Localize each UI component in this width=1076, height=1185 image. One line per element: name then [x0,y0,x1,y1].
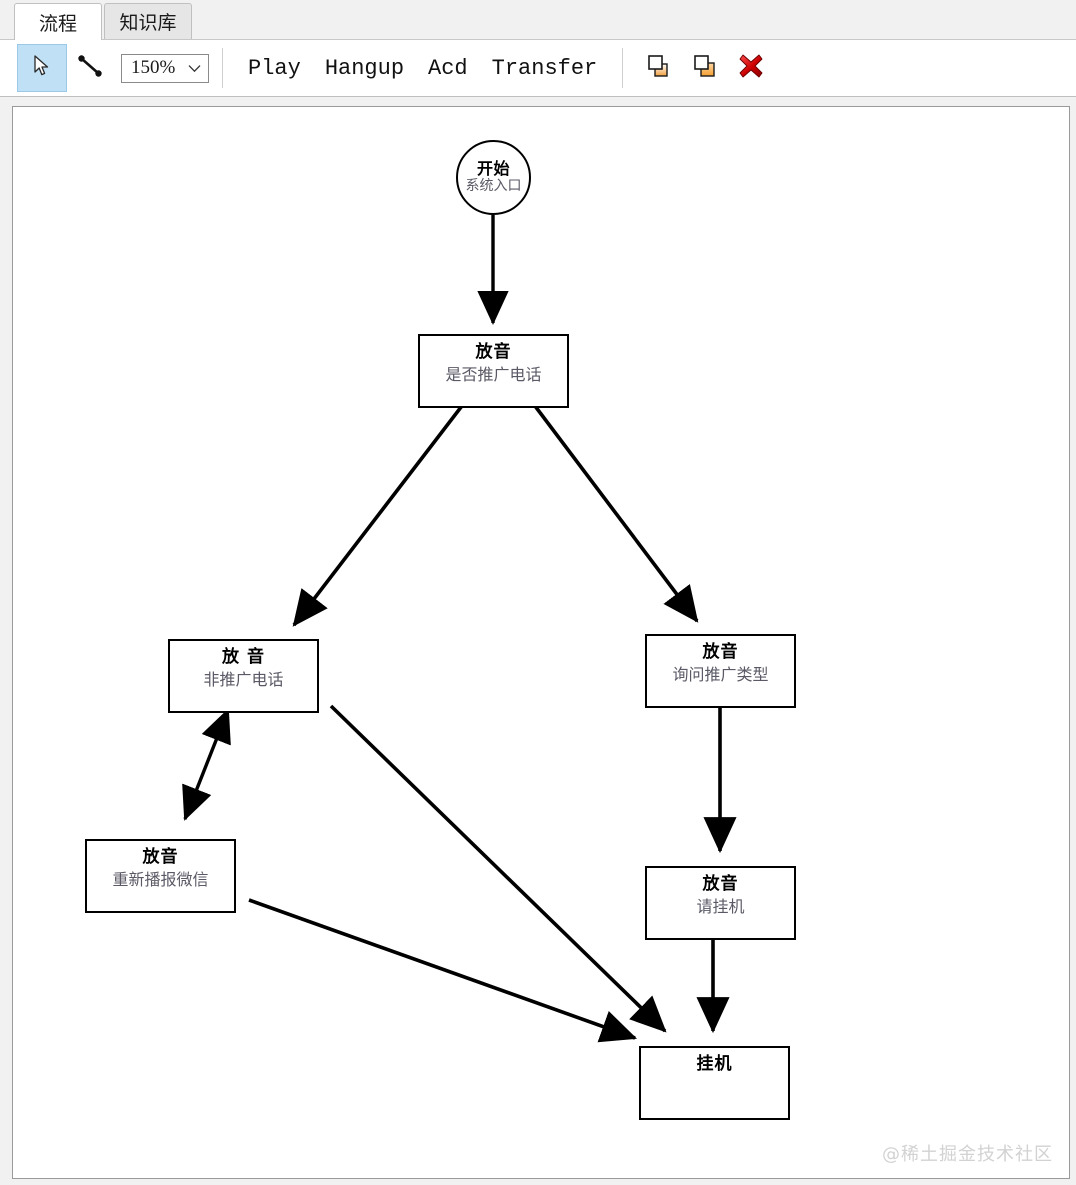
node-non-promo[interactable]: 放 音 非推广电话 [168,639,319,713]
paste-button[interactable] [682,46,728,90]
node-play-promo[interactable]: 放音 是否推广电话 [418,334,569,408]
toolbar: 150% Play Hangup Acd Transfer [0,40,1076,97]
watermark: @稀土掘金技术社区 [882,1144,1053,1165]
zoom-level-select[interactable]: 150% [121,53,209,83]
toolbar-divider-2 [622,48,624,88]
node-play-promo-title: 放音 [475,342,512,362]
zoom-level-value: 150% [131,57,176,78]
node-replay-wx-title: 放音 [142,847,179,867]
edge-non-promo-replay-wx [182,708,231,821]
pointer-tool-button[interactable] [17,44,67,92]
copy-icon [645,52,673,85]
tab-flow[interactable]: 流程 [14,3,102,40]
flow-canvas[interactable]: 开始 系统入口 放音 是否推广电话 放 音 非推广电话 放音 询问推广类型 放音… [12,106,1070,1179]
tab-strip: 流程 知识库 [0,0,1076,40]
line-connector-icon [76,53,104,84]
toolbar-divider-1 [222,48,223,88]
tab-knowledge-label: 知识库 [119,12,177,34]
node-replay-wx[interactable]: 放音 重新播报微信 [85,839,236,913]
node-please-hangup-title: 放音 [702,874,739,894]
connector-line-tool-button[interactable] [67,44,113,92]
edge-non-promo-to-hangup [329,704,667,1033]
edge-replay-wx-to-hangup [248,898,638,1043]
paste-icon [691,52,719,85]
acd-button[interactable]: Acd [428,55,468,81]
flow-diagram [182,215,737,1043]
edge-play-promo-to-non-promo [292,396,470,627]
node-hangup-title: 挂机 [696,1054,733,1074]
node-ask-type-subtitle: 询问推广类型 [672,664,769,684]
transfer-button[interactable]: Transfer [491,55,598,81]
node-hangup[interactable]: 挂机 [639,1046,790,1120]
node-start[interactable]: 开始 系统入口 [456,140,531,215]
node-non-promo-subtitle: 非推广电话 [203,669,284,689]
tab-knowledge[interactable]: 知识库 [104,3,192,39]
edge-play-promo-to-ask-type [527,396,699,623]
node-start-title: 开始 [476,158,510,178]
node-ask-type-title: 放音 [702,642,739,662]
hangup-button[interactable]: Hangup [324,55,405,81]
cursor-arrow-icon [33,54,51,82]
delete-x-icon [737,52,765,85]
node-please-hangup-subtitle: 请挂机 [696,896,745,916]
tab-flow-label: 流程 [38,12,77,35]
delete-button[interactable] [728,46,774,90]
play-button[interactable]: Play [248,55,301,81]
canvas-area: 开始 系统入口 放音 是否推广电话 放 音 非推广电话 放音 询问推广类型 放音… [0,97,1076,1185]
node-please-hangup[interactable]: 放音 请挂机 [645,866,796,940]
node-ask-type[interactable]: 放音 询问推广类型 [645,634,796,708]
node-play-promo-subtitle: 是否推广电话 [445,364,542,384]
node-non-promo-title: 放 音 [222,647,265,667]
node-replay-wx-subtitle: 重新播报微信 [112,869,209,889]
chevron-down-icon [188,62,201,75]
copy-button[interactable] [636,46,682,90]
node-start-subtitle: 系统入口 [465,178,522,195]
